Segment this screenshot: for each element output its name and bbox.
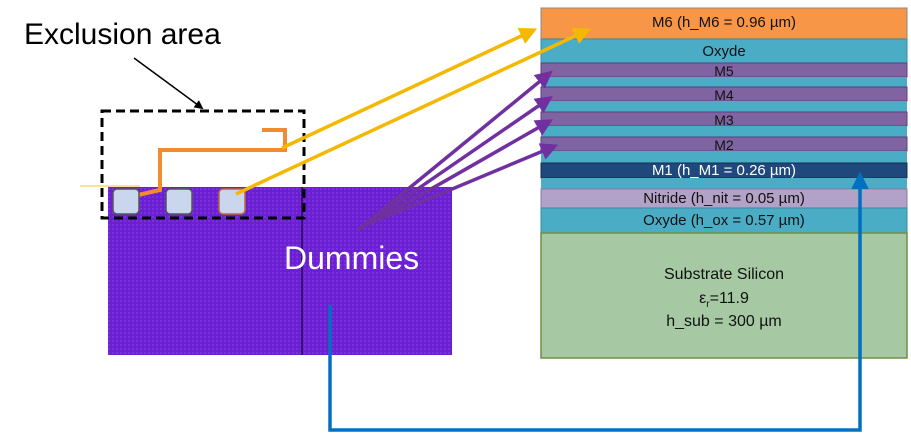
- substrate-permittivity: εr=11.9: [541, 290, 907, 310]
- pad-1: [112, 188, 140, 215]
- purple-arrow-m2: [377, 143, 559, 222]
- layer-stack: [540, 7, 908, 359]
- dummies-label: Dummies: [284, 240, 420, 276]
- purple-arrow-m4: [357, 96, 553, 232]
- exclusion-pointer-arrow: [133, 57, 204, 110]
- orange-route: [137, 128, 287, 197]
- layer-gap-1: [541, 178, 907, 189]
- pad-2: [165, 188, 193, 215]
- label-nitride: Nitride (h_nit = 0.05 µm): [643, 190, 805, 207]
- label-m4: M4: [714, 87, 734, 103]
- blue-arrow: [328, 171, 869, 432]
- pad-3: [218, 188, 246, 215]
- substrate-height: h_sub = 300 µm: [666, 313, 782, 330]
- label-m5: M5: [714, 63, 734, 79]
- eps-subscript: r: [706, 299, 710, 311]
- layer-gap-2: [541, 151, 907, 163]
- exclusion-area-box: [100, 109, 306, 220]
- substrate-name: Substrate Silicon: [663, 266, 785, 283]
- purple-arrow-m5: [356, 70, 553, 232]
- eps-value: =11.9: [709, 290, 749, 307]
- label-m2: M2: [714, 137, 734, 153]
- label-m1: M1 (h_M1 = 0.26 µm): [651, 162, 797, 179]
- layer-substrate: [540, 232, 908, 359]
- label-m6: M6 (h_M6 = 0.96 µm): [651, 14, 797, 31]
- label-oxyde-bottom: Oxyde (h_ox = 0.57 µm): [643, 212, 805, 229]
- layer-gap-5: [541, 77, 907, 87]
- exclusion-area-label: Exclusion area: [24, 18, 221, 51]
- dummy-fill-region: [108, 187, 452, 355]
- layer-oxyde-bottom: [540, 207, 908, 234]
- label-m3: M3: [714, 112, 734, 128]
- layer-gap-3: [541, 126, 907, 137]
- eps-symbol: ε: [699, 290, 707, 307]
- yellow-arrow-1: [281, 28, 538, 150]
- label-oxyde-top: Oxyde: [702, 43, 746, 60]
- layer-gap-4: [541, 101, 907, 112]
- purple-arrow-m3: [367, 119, 554, 227]
- yellow-arrow-2: [235, 27, 592, 196]
